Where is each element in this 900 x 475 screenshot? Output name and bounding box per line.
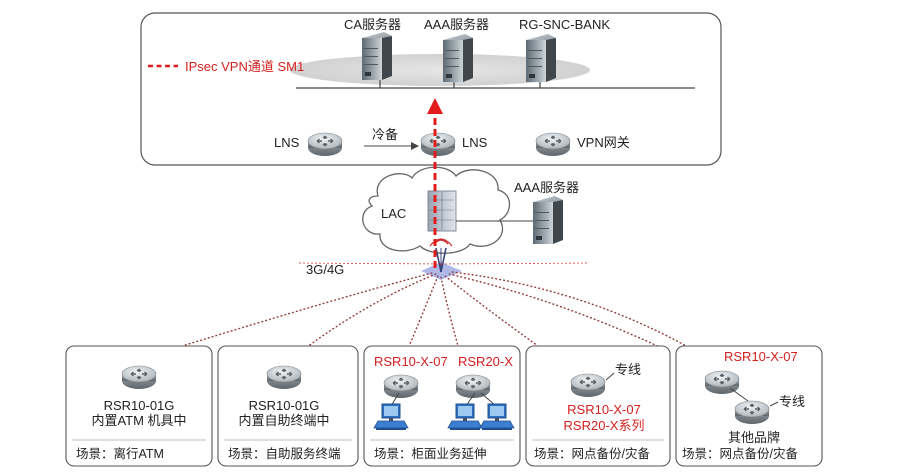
cold-standby-label: 冷备: [372, 127, 398, 142]
aaa-server-label: AAA服务器: [424, 17, 489, 32]
ca-server-icon: [362, 32, 392, 80]
vpn-gateway-label: VPN网关: [577, 135, 630, 150]
ipsec-legend-label: IPsec VPN通道 SM1: [185, 59, 304, 74]
counter-router-a-icon: [383, 374, 419, 399]
backup-1-line-label: 专线: [615, 362, 641, 377]
ca-server-label: CA服务器: [344, 17, 401, 32]
carrier-aaa-server-icon: [533, 196, 563, 244]
fan-lines: [297, 262, 589, 265]
atm-scene-label: 场景：离行ATM: [76, 446, 164, 461]
scenario-box-atm: [65, 345, 213, 467]
atm-device-note: 内置ATM 机具中: [91, 413, 186, 428]
backup-1-router-icon: [570, 373, 606, 398]
counter-scene-label: 场景：柜面业务延伸: [374, 446, 487, 461]
counter-router-a-label: RSR10-X-07: [374, 354, 448, 369]
lac-label: LAC: [381, 206, 406, 221]
network-3g4g-label: 3G/4G: [306, 262, 344, 277]
backup-2-other-label: 其他品牌: [728, 430, 780, 445]
rsr10-01g-terminal-router-icon: [266, 365, 302, 390]
rg-snc-bank-server-icon: [526, 34, 556, 82]
backup-2-scene-label: 场景：网点备份/灾备: [682, 446, 798, 461]
ipsec-tunnel-arrow-icon: [427, 98, 443, 114]
aaa-server-icon: [443, 34, 473, 82]
backup-1-model-2: RSR20-X系列: [564, 418, 645, 433]
backup-2-other-router-icon: [734, 400, 770, 425]
scenario-box-self-service: [217, 345, 359, 467]
counter-router-b-label: RSR20-X: [458, 354, 513, 369]
atm-device-label: RSR10-01G: [104, 398, 175, 413]
backup-1-model-1: RSR10-X-07: [567, 402, 641, 417]
carrier-aaa-label: AAA服务器: [514, 180, 579, 195]
lns-left-router-icon: [307, 132, 343, 157]
vpn-gateway-router-icon: [535, 132, 571, 157]
lns-left-label: LNS: [274, 135, 300, 150]
lns-right-router-icon: [420, 132, 456, 157]
lns-right-label: LNS: [462, 135, 488, 150]
scenario-box-backup-1: [525, 345, 671, 467]
rg-snc-bank-label: RG-SNC-BANK: [519, 17, 610, 32]
cold-standby-arrow-icon: [411, 142, 419, 150]
terminal-device-label: RSR10-01G: [249, 398, 320, 413]
backup-2-router-label: RSR10-X-07: [724, 349, 798, 364]
terminal-scene-label: 场景：自助服务终端: [228, 446, 341, 461]
counter-router-b-icon: [455, 374, 491, 399]
backup-1-scene-label: 场景：网点备份/灾备: [534, 446, 650, 461]
backup-2-line-label: 专线: [779, 394, 805, 409]
terminal-device-note: 内置自助终端中: [238, 413, 329, 428]
rsr10-01g-atm-router-icon: [121, 365, 157, 390]
datacenter-box: [140, 12, 722, 166]
